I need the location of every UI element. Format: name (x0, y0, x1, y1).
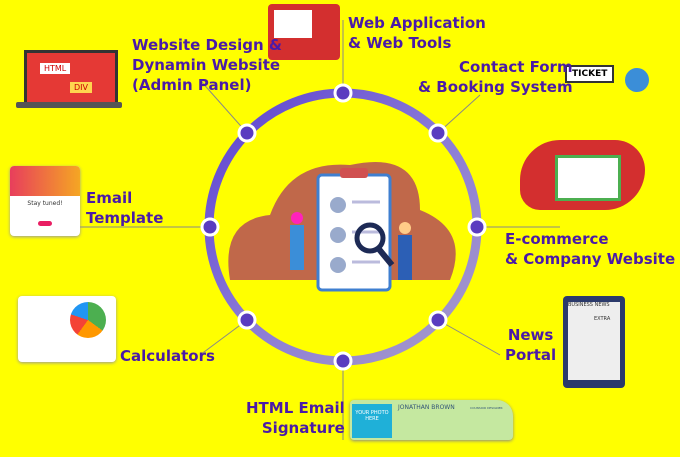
calculators-thumbnail (18, 296, 116, 362)
node (200, 217, 220, 237)
node (237, 310, 257, 330)
label-web-application: Web Application& Web Tools (348, 14, 486, 52)
center-illustration (228, 162, 456, 292)
node (237, 123, 257, 143)
label-calculators: Calculators (120, 347, 215, 365)
node (428, 310, 448, 330)
ring-nodes (200, 83, 487, 371)
node (467, 217, 487, 237)
label-website-design: Website Design &Dynamin Website(Admin Pa… (132, 36, 282, 94)
label-ecommerce: E-commerce& Company Website (505, 230, 676, 268)
website-design-thumbnail: HTML DIV (12, 38, 127, 110)
ecommerce-thumbnail (520, 125, 650, 210)
email-signature-thumbnail: YOUR PHOTO HERE JONATHAN BROWN COUNSIOR … (350, 400, 513, 440)
contact-form-thumbnail: TICKET (565, 30, 655, 100)
node (428, 123, 448, 143)
node (333, 351, 353, 371)
label-contact-form: Contact Form& Booking System (418, 58, 573, 96)
web-application-thumbnail (268, 4, 340, 60)
node (333, 83, 353, 103)
news-portal-thumbnail: BUSINESS NEWS EXTRA (563, 296, 625, 388)
email-template-thumbnail: Stay tuned! (10, 166, 80, 236)
